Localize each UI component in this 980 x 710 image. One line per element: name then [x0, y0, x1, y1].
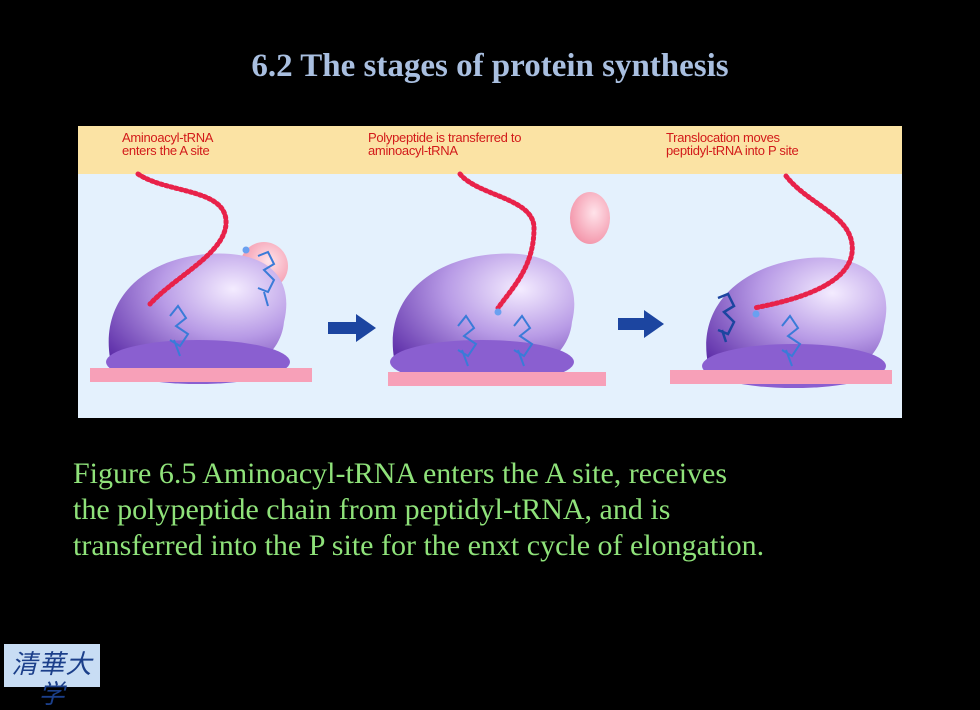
arrow-2	[618, 310, 664, 338]
caption-line-2: the polypeptide chain from peptidyl-tRNA…	[73, 493, 671, 526]
elongation-figure: Aminoacyl-tRNA enters the A site Polypep…	[78, 126, 902, 418]
panel-3-label: Translocation moves peptidyl-tRNA into P…	[666, 130, 799, 158]
tsinghua-logo: 清華大学	[4, 644, 100, 710]
polypeptide-chain	[751, 173, 855, 311]
amino-acid	[242, 246, 250, 254]
slide-title: 6.2 The stages of protein synthesis	[251, 48, 729, 84]
panel-1-illustration	[90, 171, 312, 384]
polypeptide-chain	[135, 171, 229, 307]
panel-2-illustration	[388, 171, 610, 386]
amino-acid	[494, 308, 502, 316]
caption-line-3: transferred into the P site for the enxt…	[73, 529, 765, 562]
p-site-trna	[457, 314, 478, 367]
panel-2-label: Polypeptide is transferred to aminoacyl-…	[368, 130, 522, 158]
exiting-trna	[717, 292, 736, 343]
a-site-trna	[257, 250, 276, 307]
figure-caption: Figure 6.5 Aminoacyl-tRNA enters the A s…	[73, 456, 953, 564]
p-site-trna	[781, 314, 802, 367]
polypeptide-chain	[457, 171, 537, 311]
panel-1-label: Aminoacyl-tRNA enters the A site	[122, 130, 214, 158]
elongation-diagram	[78, 126, 902, 418]
ribosome-large-subunit	[108, 253, 287, 372]
mrna-strand	[670, 370, 892, 384]
caption-line-1: Figure 6.5 Aminoacyl-tRNA enters the A s…	[73, 457, 728, 490]
panel-3-illustration	[670, 173, 892, 388]
ribosome-large-subunit	[706, 257, 887, 376]
p-site-trna	[169, 304, 190, 357]
released-blob	[570, 192, 610, 244]
logo-text: 清華大学	[11, 650, 93, 710]
header-band	[78, 126, 902, 174]
a-site-trna	[513, 314, 534, 367]
amino-acid	[752, 310, 760, 318]
mrna-strand	[90, 368, 312, 382]
arrow-1	[328, 314, 376, 342]
mrna-strand	[388, 372, 606, 386]
